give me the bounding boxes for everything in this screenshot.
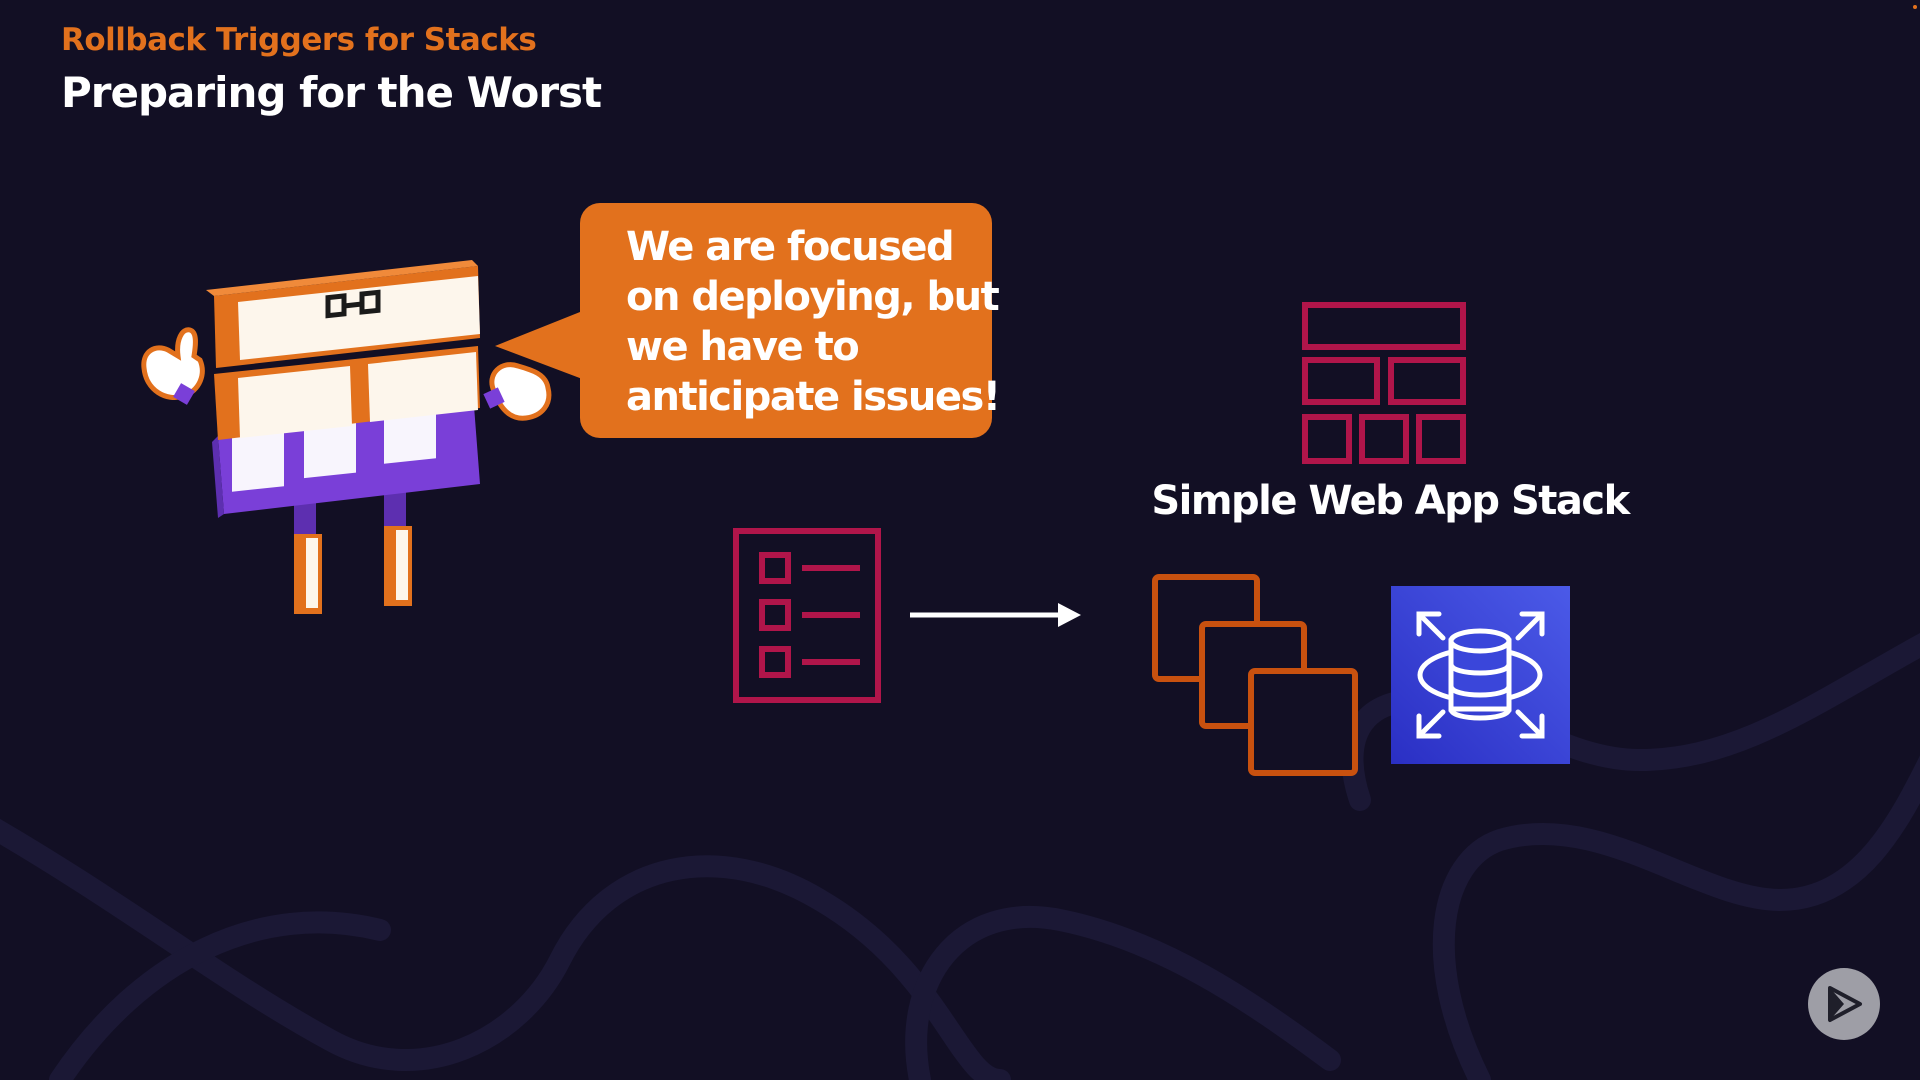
- brick-mascot-illustration: [141, 260, 552, 614]
- speech-bubble-line: anticipate issues!: [626, 374, 1001, 420]
- speech-bubble-line: We are focused: [626, 224, 955, 270]
- speech-bubble: We are focused on deploying, but we have…: [580, 203, 1001, 438]
- slide-title: Preparing for the Worst: [61, 68, 602, 117]
- play-icon: [1828, 986, 1862, 1022]
- speech-bubble-line: we have to: [626, 324, 860, 370]
- pointing-hand-icon: [141, 327, 205, 405]
- play-button[interactable]: [1808, 968, 1880, 1040]
- open-hand-icon: [483, 362, 552, 421]
- stack-label: Simple Web App Stack: [1151, 478, 1630, 524]
- speech-bubble-line: on deploying, but: [626, 274, 1000, 320]
- rds-database-icon: [1391, 586, 1570, 764]
- mascot-glasses: [325, 289, 381, 319]
- compute-instances-icon: [1152, 574, 1358, 776]
- section-subtitle: Rollback Triggers for Stacks: [61, 22, 537, 58]
- speech-bubble-tail: [495, 310, 585, 380]
- arrow-right-icon: [910, 603, 1081, 627]
- corner-indicator-dot: [1913, 5, 1917, 9]
- checklist-icon: [733, 528, 881, 703]
- stack-grid-icon: [1302, 302, 1466, 464]
